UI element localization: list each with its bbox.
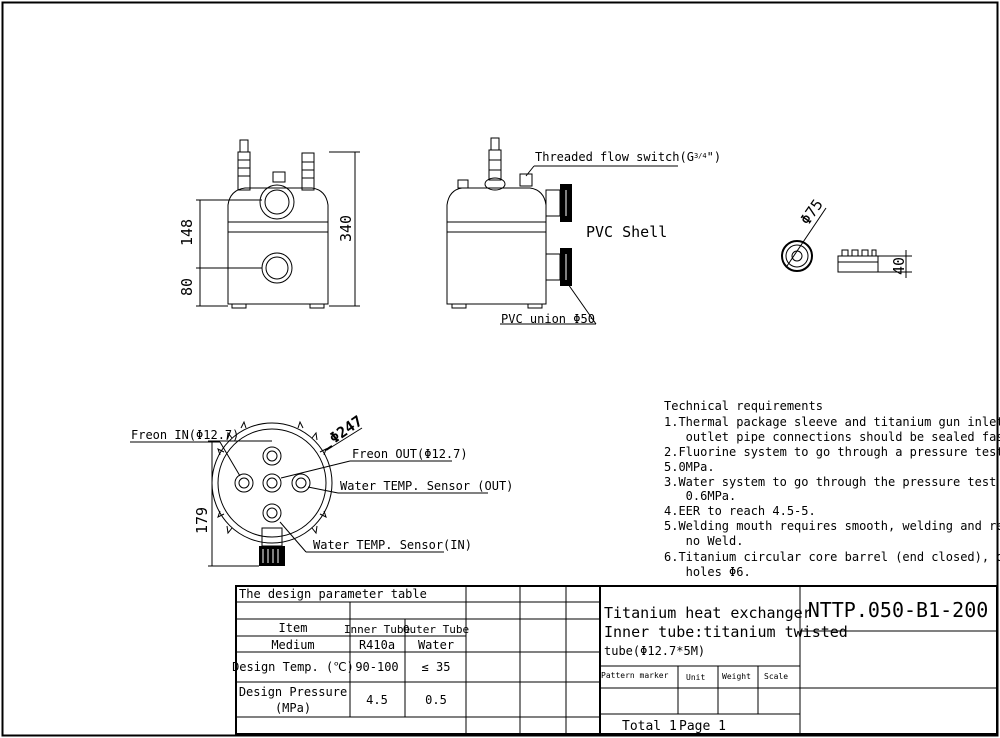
total-pages-label: Total 1: [622, 719, 677, 734]
water-sensor-in-label: Water TEMP. Sensor(IN): [313, 538, 472, 552]
requirement-line: 4.EER to reach 4.5-5.: [664, 504, 816, 518]
requirement-line: 2.Fluorine system to go through a pressu…: [664, 445, 1000, 459]
param-cell: 0.5: [425, 693, 447, 707]
front-view: [196, 139, 360, 309]
param-header-inner: Inner Tube: [344, 623, 410, 636]
parameter-table-grid: [235, 585, 601, 735]
param-cell: 90-100: [355, 660, 398, 674]
param-cell: Water: [418, 638, 454, 652]
union-detail-view: [781, 207, 912, 278]
param-cell: Design Pressure: [239, 685, 347, 699]
requirement-line: 1.Thermal package sleeve and titanium gu…: [664, 415, 1000, 429]
water-sensor-out-label: Water TEMP. Sensor (OUT): [340, 479, 513, 493]
page-number-label: Page 1: [679, 719, 726, 734]
requirement-line: 6.Titanium circular core barrel (end clo…: [664, 550, 1000, 564]
requirement-line: holes Φ6.: [664, 565, 751, 579]
requirement-line: 0.6MPa.: [664, 489, 736, 503]
dim-340-label: 340: [337, 215, 355, 242]
top-diameter-label: Φ247: [326, 412, 366, 447]
detail-diameter-label: Φ75: [797, 196, 827, 229]
requirements-title: Technical requirements: [664, 399, 823, 413]
pvc-shell-label: PVC Shell: [586, 223, 667, 241]
param-cell-unit: (MPa): [275, 701, 311, 715]
freon-out-label: Freon OUT(Φ12.7): [352, 447, 468, 461]
requirement-line: outlet pipe connections should be sealed…: [664, 430, 1000, 444]
scale-label: Scale: [764, 672, 788, 681]
param-cell: Design Temp. (℃): [232, 660, 354, 674]
threaded-flow-switch-suffix: "): [707, 150, 721, 164]
product-title-line2: Inner tube:titanium twisted: [604, 623, 848, 641]
param-cell: Medium: [271, 638, 314, 652]
side-view: [446, 137, 678, 325]
param-header-item: Item: [279, 621, 308, 635]
requirement-line: 5.0MPa.: [664, 460, 715, 474]
drawing-number: NTTP.050-B1-200: [808, 598, 989, 622]
product-title-line3: tube(Φ12.7*5M): [604, 644, 705, 658]
param-table-title: The design parameter table: [239, 587, 427, 601]
top-height-label: 179: [193, 507, 211, 534]
unit-label: Unit: [686, 673, 705, 682]
requirements-list: 1.Thermal package sleeve and titanium gu…: [664, 415, 1000, 579]
threaded-flow-switch-fraction: 3/4: [694, 152, 707, 160]
dim-148-label: 148: [178, 219, 196, 246]
product-title-line1: Titanium heat exchanger: [604, 604, 812, 622]
param-cell: 4.5: [366, 693, 388, 707]
requirement-line: 5.Welding mouth requires smooth, welding…: [664, 519, 1000, 533]
freon-in-label: Freon IN(Φ12.7): [131, 428, 239, 442]
param-cell: R410a: [359, 638, 395, 652]
detail-height-label: 40: [890, 257, 908, 275]
pattern-marker-label: Pattern marker: [601, 671, 669, 680]
dim-80-label: 80: [178, 278, 196, 296]
requirement-line: 3.Water system to go through the pressur…: [664, 475, 1000, 489]
requirement-line: no Weld.: [664, 534, 743, 548]
param-cell: ≤ 35: [422, 660, 451, 674]
pvc-union-label: PVC union Φ50: [501, 312, 595, 326]
title-block-grid: [599, 585, 998, 735]
param-header-outer: Outer Tube: [403, 623, 469, 636]
top-view: [130, 420, 488, 567]
threaded-flow-switch-label: Threaded flow switch(G3/4"): [535, 150, 721, 164]
weight-label: Weight: [722, 672, 751, 681]
